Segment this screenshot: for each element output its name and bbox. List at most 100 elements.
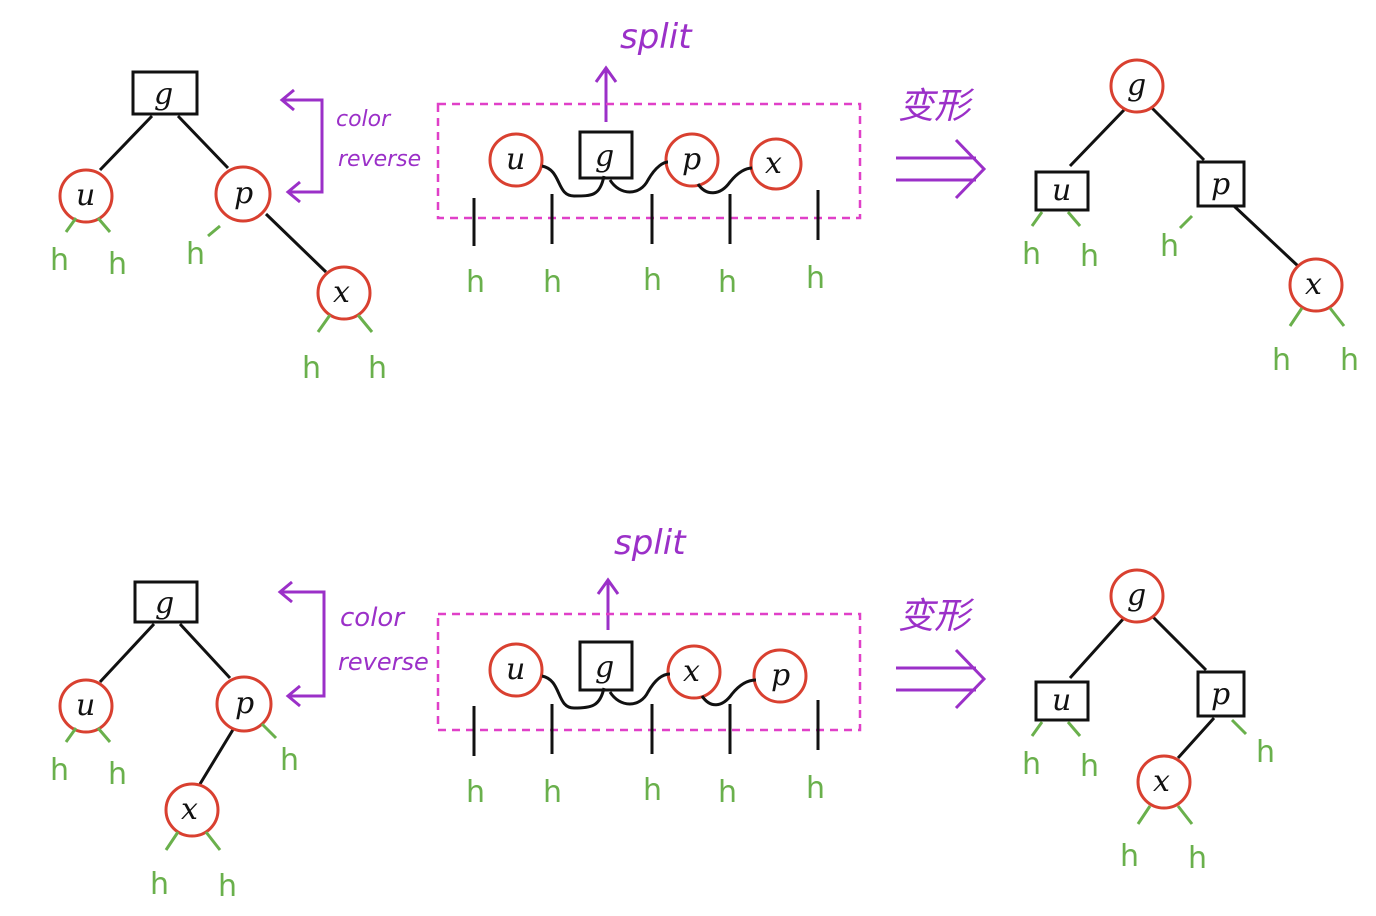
transform-arrow-top: 变形 <box>896 86 987 200</box>
node-g-black <box>133 580 199 624</box>
leaf-h: h <box>150 867 169 902</box>
node-p-red <box>664 132 720 188</box>
leaf-h: h <box>108 247 127 282</box>
node-u-red <box>58 168 114 224</box>
dashed-box <box>436 102 862 220</box>
node-x-red <box>1136 754 1192 810</box>
node-u-label: u <box>1052 683 1071 718</box>
bottom-row: g u p x h h h h h color reverse <box>50 523 1275 904</box>
node-u-label: u <box>76 178 95 213</box>
node-p-red <box>752 648 808 704</box>
leaf-h: h <box>718 265 737 300</box>
leaf-h: h <box>1256 735 1275 770</box>
node-p-label: p <box>771 658 790 693</box>
top-left-tree: g u p x h h h h h <box>50 70 387 386</box>
leaf-h: h <box>806 261 825 296</box>
leaf-h: h <box>643 773 662 808</box>
node-u-red <box>488 132 544 188</box>
leaf-h: h <box>368 351 387 386</box>
node-u-red <box>488 642 544 698</box>
color-text: color <box>336 107 392 132</box>
top-middle-node: split u g p x h h h h <box>436 17 862 300</box>
node-u-label: u <box>506 142 525 177</box>
leaf-h: h <box>50 753 69 788</box>
node-g-red <box>1109 568 1165 624</box>
leaf-h: h <box>186 237 205 272</box>
leaf-h: h <box>1272 343 1291 378</box>
node-g-red <box>1109 58 1165 114</box>
node-u-label: u <box>506 652 525 687</box>
double-arrow-icon <box>954 648 987 710</box>
double-arrow-icon <box>954 138 987 200</box>
node-p-label: p <box>1211 167 1230 202</box>
node-x-red <box>666 644 722 700</box>
node-p-label: p <box>235 686 254 721</box>
node-g-label: g <box>1127 578 1146 613</box>
node-x-label: x <box>1305 267 1322 302</box>
bottom-left-tree: g u p x h h h h h <box>50 580 299 904</box>
node-g-black <box>131 70 199 116</box>
node-u-label: u <box>1052 173 1071 208</box>
node-x-red <box>749 137 803 191</box>
node-g-label: g <box>595 139 614 174</box>
leaf-h: h <box>1022 237 1041 272</box>
node-g-label: g <box>595 650 614 685</box>
node-g-label: g <box>154 77 173 112</box>
top-row: g u p x h h h h h color reverse <box>50 17 1359 386</box>
node-x-red <box>164 782 220 838</box>
node-x-label: x <box>683 654 700 689</box>
leaf-h: h <box>466 775 485 810</box>
leaf-h: h <box>1340 343 1359 378</box>
node-g-black <box>578 640 634 692</box>
leaf-h: h <box>1160 229 1179 264</box>
leaf-h: h <box>108 757 127 792</box>
bracket-arrow-icon <box>282 590 326 698</box>
node-p-red <box>214 165 272 223</box>
leaf-h: h <box>1120 839 1139 874</box>
leaf-h: h <box>806 771 825 806</box>
node-g-label: g <box>1127 68 1146 103</box>
leaf-h: h <box>543 265 562 300</box>
leaf-h: h <box>1080 749 1099 784</box>
node-x-red <box>316 265 372 321</box>
bottom-right-tree: g u p x h h h h h <box>1022 568 1275 876</box>
dashed-box <box>436 612 862 732</box>
split-text: split <box>620 17 693 57</box>
node-g-label: g <box>155 586 174 621</box>
leaf-h: h <box>302 351 321 386</box>
reverse-text: reverse <box>338 147 421 172</box>
transform-arrow-bottom: 变形 <box>896 596 987 710</box>
color-reverse-annotation-top: color reverse <box>279 88 421 204</box>
node-p-red <box>215 675 273 733</box>
leaf-h: h <box>643 263 662 298</box>
node-p-black <box>1196 670 1246 718</box>
leaf-h: h <box>50 243 69 278</box>
leaf-h: h <box>218 869 237 904</box>
node-x-label: x <box>181 792 198 827</box>
node-u-black <box>1034 170 1090 212</box>
leaf-h: h <box>543 775 562 810</box>
leaf-h: h <box>280 743 299 778</box>
transform-text: 变形 <box>898 596 975 637</box>
leaf-h: h <box>1188 841 1207 876</box>
color-text: color <box>340 603 406 633</box>
node-p-black <box>1196 160 1246 208</box>
node-x-label: x <box>765 146 782 181</box>
node-u-label: u <box>76 688 95 723</box>
leaf-h: h <box>466 265 485 300</box>
reverse-text: reverse <box>338 648 429 676</box>
leaf-h: h <box>718 775 737 810</box>
bracket-arrow-icon <box>284 98 324 194</box>
node-u-black <box>1034 680 1090 722</box>
node-p-label: p <box>234 176 253 211</box>
node-x-red <box>1288 257 1344 313</box>
node-x-label: x <box>333 275 350 310</box>
node-g-black <box>578 130 634 180</box>
leaf-h: h <box>1022 747 1041 782</box>
bottom-middle-node: split u g x p h h h h h <box>436 523 862 810</box>
leaf-h: h <box>1080 239 1099 274</box>
split-text: split <box>614 523 687 563</box>
top-right-tree: g u p x h h h h h <box>1022 58 1359 378</box>
color-reverse-annotation-bottom: color reverse <box>277 580 429 708</box>
